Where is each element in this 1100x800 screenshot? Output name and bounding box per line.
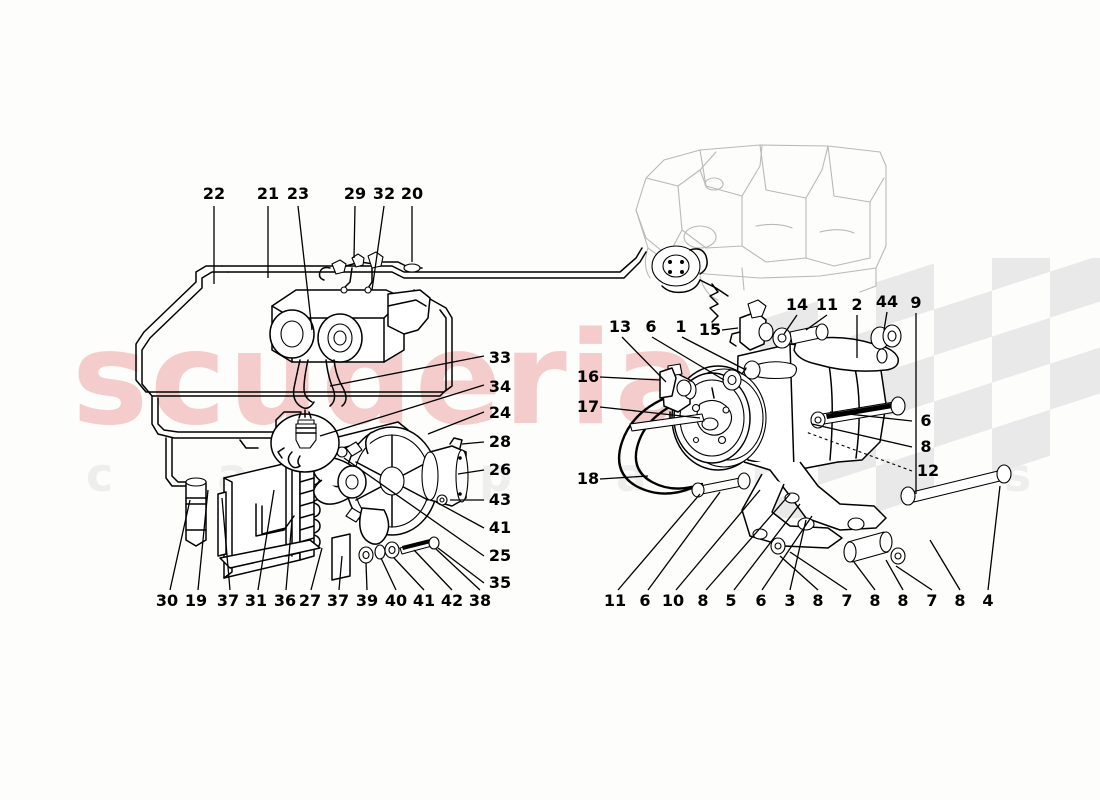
- callout-33: 33: [488, 348, 512, 367]
- callout-12: 12: [916, 461, 940, 480]
- callout-27: 27: [298, 591, 322, 610]
- callout-11-upper: 11: [815, 295, 839, 314]
- callout-43: 43: [488, 490, 512, 509]
- callout-36: 36: [273, 591, 297, 610]
- callout-39: 39: [355, 591, 379, 610]
- callout-41: 41: [488, 518, 512, 537]
- callout-6-right: 6: [920, 411, 932, 430]
- callout-7-bottom-b: 7: [926, 591, 938, 610]
- callout-2: 2: [851, 295, 863, 314]
- pressure-switch: [270, 409, 340, 473]
- callout-41-bottom: 41: [412, 591, 436, 610]
- callout-44: 44: [875, 292, 899, 311]
- callout-8-bottom-b: 8: [812, 591, 824, 610]
- callout-35: 35: [488, 573, 512, 592]
- callout-16: 16: [576, 367, 600, 386]
- callout-17: 17: [576, 397, 600, 416]
- callout-29: 29: [343, 184, 367, 203]
- callout-25: 25: [488, 546, 512, 565]
- receiver-drier: [185, 477, 207, 547]
- callout-18: 18: [576, 469, 600, 488]
- callout-4: 4: [982, 591, 994, 610]
- callout-37-left: 37: [216, 591, 240, 610]
- callout-8-bottom-a: 8: [697, 591, 709, 610]
- evaporator-blower-unit: [269, 251, 431, 409]
- callout-8-bottom-e: 8: [954, 591, 966, 610]
- engine-block-illustration: [635, 144, 887, 323]
- callout-26: 26: [488, 460, 512, 479]
- callout-38: 38: [468, 591, 492, 610]
- callout-6-bottom-a: 6: [639, 591, 651, 610]
- callout-30: 30: [155, 591, 179, 610]
- callout-7-bottom-a: 7: [841, 591, 853, 610]
- callout-23: 23: [286, 184, 310, 203]
- callout-32: 32: [372, 184, 396, 203]
- callout-8-right: 8: [920, 437, 932, 456]
- callout-42: 42: [440, 591, 464, 610]
- callout-40: 40: [384, 591, 408, 610]
- callout-8-bottom-d: 8: [897, 591, 909, 610]
- callout-8-bottom-c: 8: [869, 591, 881, 610]
- callout-19: 19: [184, 591, 208, 610]
- callout-34: 34: [488, 377, 512, 396]
- callout-10: 10: [661, 591, 685, 610]
- callout-21: 21: [256, 184, 280, 203]
- callout-6-bottom-b: 6: [755, 591, 767, 610]
- cooling-fan-assembly: [313, 426, 469, 545]
- callout-1: 1: [675, 317, 687, 336]
- callout-31: 31: [244, 591, 268, 610]
- callout-37-right: 37: [326, 591, 350, 610]
- callout-20: 20: [400, 184, 424, 203]
- callout-15: 15: [698, 320, 722, 339]
- callout-11-bottom: 11: [603, 591, 627, 610]
- callout-28: 28: [488, 432, 512, 451]
- callout-5: 5: [725, 591, 737, 610]
- callout-14: 14: [785, 295, 809, 314]
- callout-6-upper: 6: [645, 317, 657, 336]
- callout-9: 9: [910, 293, 922, 312]
- callout-22: 22: [202, 184, 226, 203]
- callout-13: 13: [608, 317, 632, 336]
- condenser-hardware: [336, 446, 448, 564]
- callout-3: 3: [784, 591, 796, 610]
- callout-24: 24: [488, 403, 512, 422]
